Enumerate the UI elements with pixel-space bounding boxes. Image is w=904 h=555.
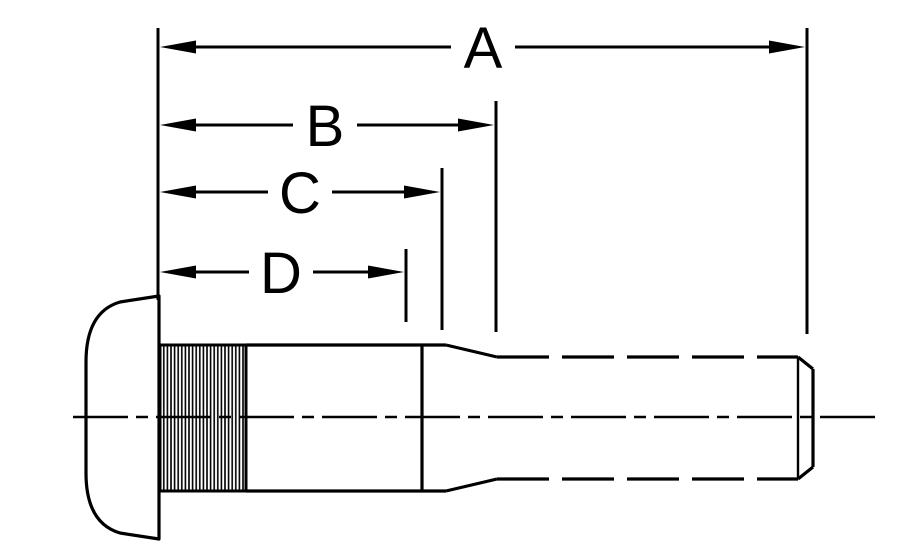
dimension-d: D [160,241,404,306]
dimension-c: C [160,161,440,226]
dimension-b: B [160,94,494,159]
extension-lines [156,28,809,334]
arrow-right-icon [368,265,404,279]
arrow-right-icon [769,40,805,54]
arrow-left-icon [160,185,196,199]
arrow-right-icon [404,185,440,199]
taper-bottom [445,477,498,493]
arrow-left-icon [160,265,196,279]
dimension-label-c: C [279,161,321,226]
arrow-left-icon [160,40,196,54]
threaded-section [497,355,815,481]
arrow-right-icon [458,118,494,132]
stud-head [84,294,161,541]
dimension-label-b: B [306,94,345,159]
taper-top [445,343,498,359]
dimension-a: A [160,16,805,81]
dimension-label-a: A [464,16,503,81]
dimension-label-d: D [260,241,302,306]
arrow-left-icon [160,118,196,132]
